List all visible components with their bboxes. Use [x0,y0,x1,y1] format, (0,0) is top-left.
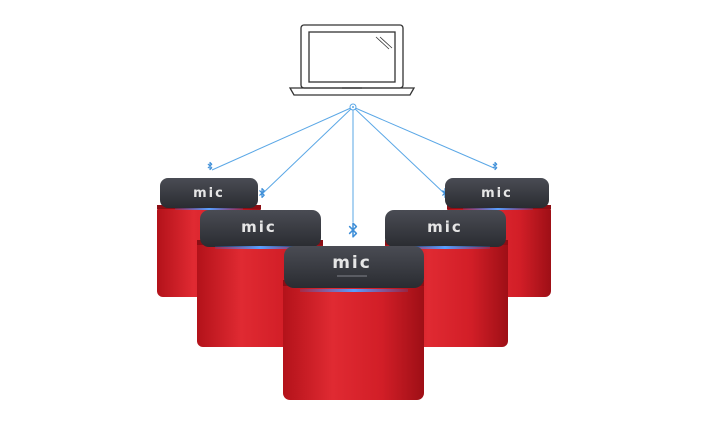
link-line-back-left [211,106,354,171]
link-line-mid-left [260,106,354,196]
link-line-back-right [352,106,495,169]
connection-lines [211,106,495,222]
device-logo: mic [332,253,372,273]
device-logo: mic [427,218,463,236]
bluetooth-icon [259,187,265,199]
bluetooth-icon [207,161,213,171]
link-line-mid-right [352,106,447,196]
bluetooth-icon [348,222,358,238]
mesh-device-front-center: mic [283,246,424,400]
device-logo: mic [481,186,513,201]
device-logo: mic [193,186,225,201]
device-logo: mic [241,218,277,236]
laptop-icon [288,24,416,96]
wireless-hub-icon [349,103,357,111]
bluetooth-icon [492,161,498,171]
